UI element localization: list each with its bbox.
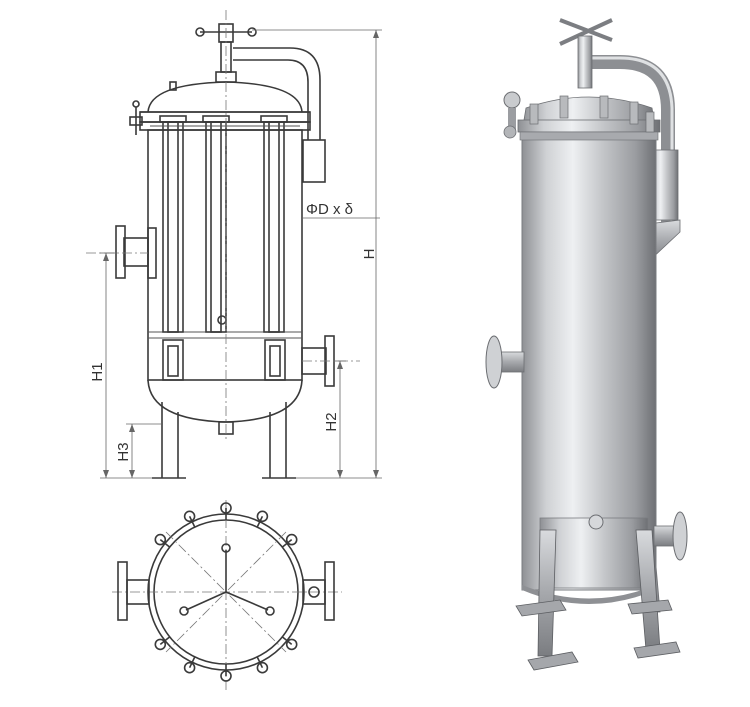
eye-bolt <box>183 510 196 523</box>
eye-bolt-stem <box>281 636 293 646</box>
eye-bolt-stem <box>281 538 293 548</box>
eye-bolt <box>285 638 298 651</box>
bottom-dish <box>147 379 303 423</box>
eye-bolt-stem <box>256 515 264 528</box>
eye-bolts <box>154 502 298 682</box>
eye-bolt <box>256 661 269 674</box>
support-legs <box>152 339 296 479</box>
vent-pipe <box>233 47 326 183</box>
filter-housing-photo <box>485 18 688 671</box>
height-label: H <box>361 249 378 260</box>
eye-bolt <box>154 638 167 651</box>
inlet-nozzle <box>115 225 157 279</box>
eye-bolt-stem <box>159 538 171 548</box>
h2-label: H2 <box>323 412 340 431</box>
front-view-drawing: ΦD x δ H H1 H3 H2 <box>86 10 382 479</box>
eye-bolt <box>154 533 167 546</box>
eye-bolt-stem <box>159 636 171 646</box>
top-view-drawing <box>112 500 342 690</box>
eye-bolt <box>183 661 196 674</box>
eye-bolt <box>285 533 298 546</box>
h1-label: H1 <box>89 362 106 381</box>
eye-bolt-stem <box>256 656 264 669</box>
h3-label: H3 <box>115 442 132 461</box>
dimension-lines <box>100 29 382 479</box>
domed-head <box>147 81 303 113</box>
eye-bolt <box>256 510 269 523</box>
filter-cartridges <box>150 115 300 333</box>
eye-bolt-stem <box>188 656 196 669</box>
diameter-label: ΦD x δ <box>306 201 353 218</box>
eye-bolt-stem <box>188 515 196 528</box>
